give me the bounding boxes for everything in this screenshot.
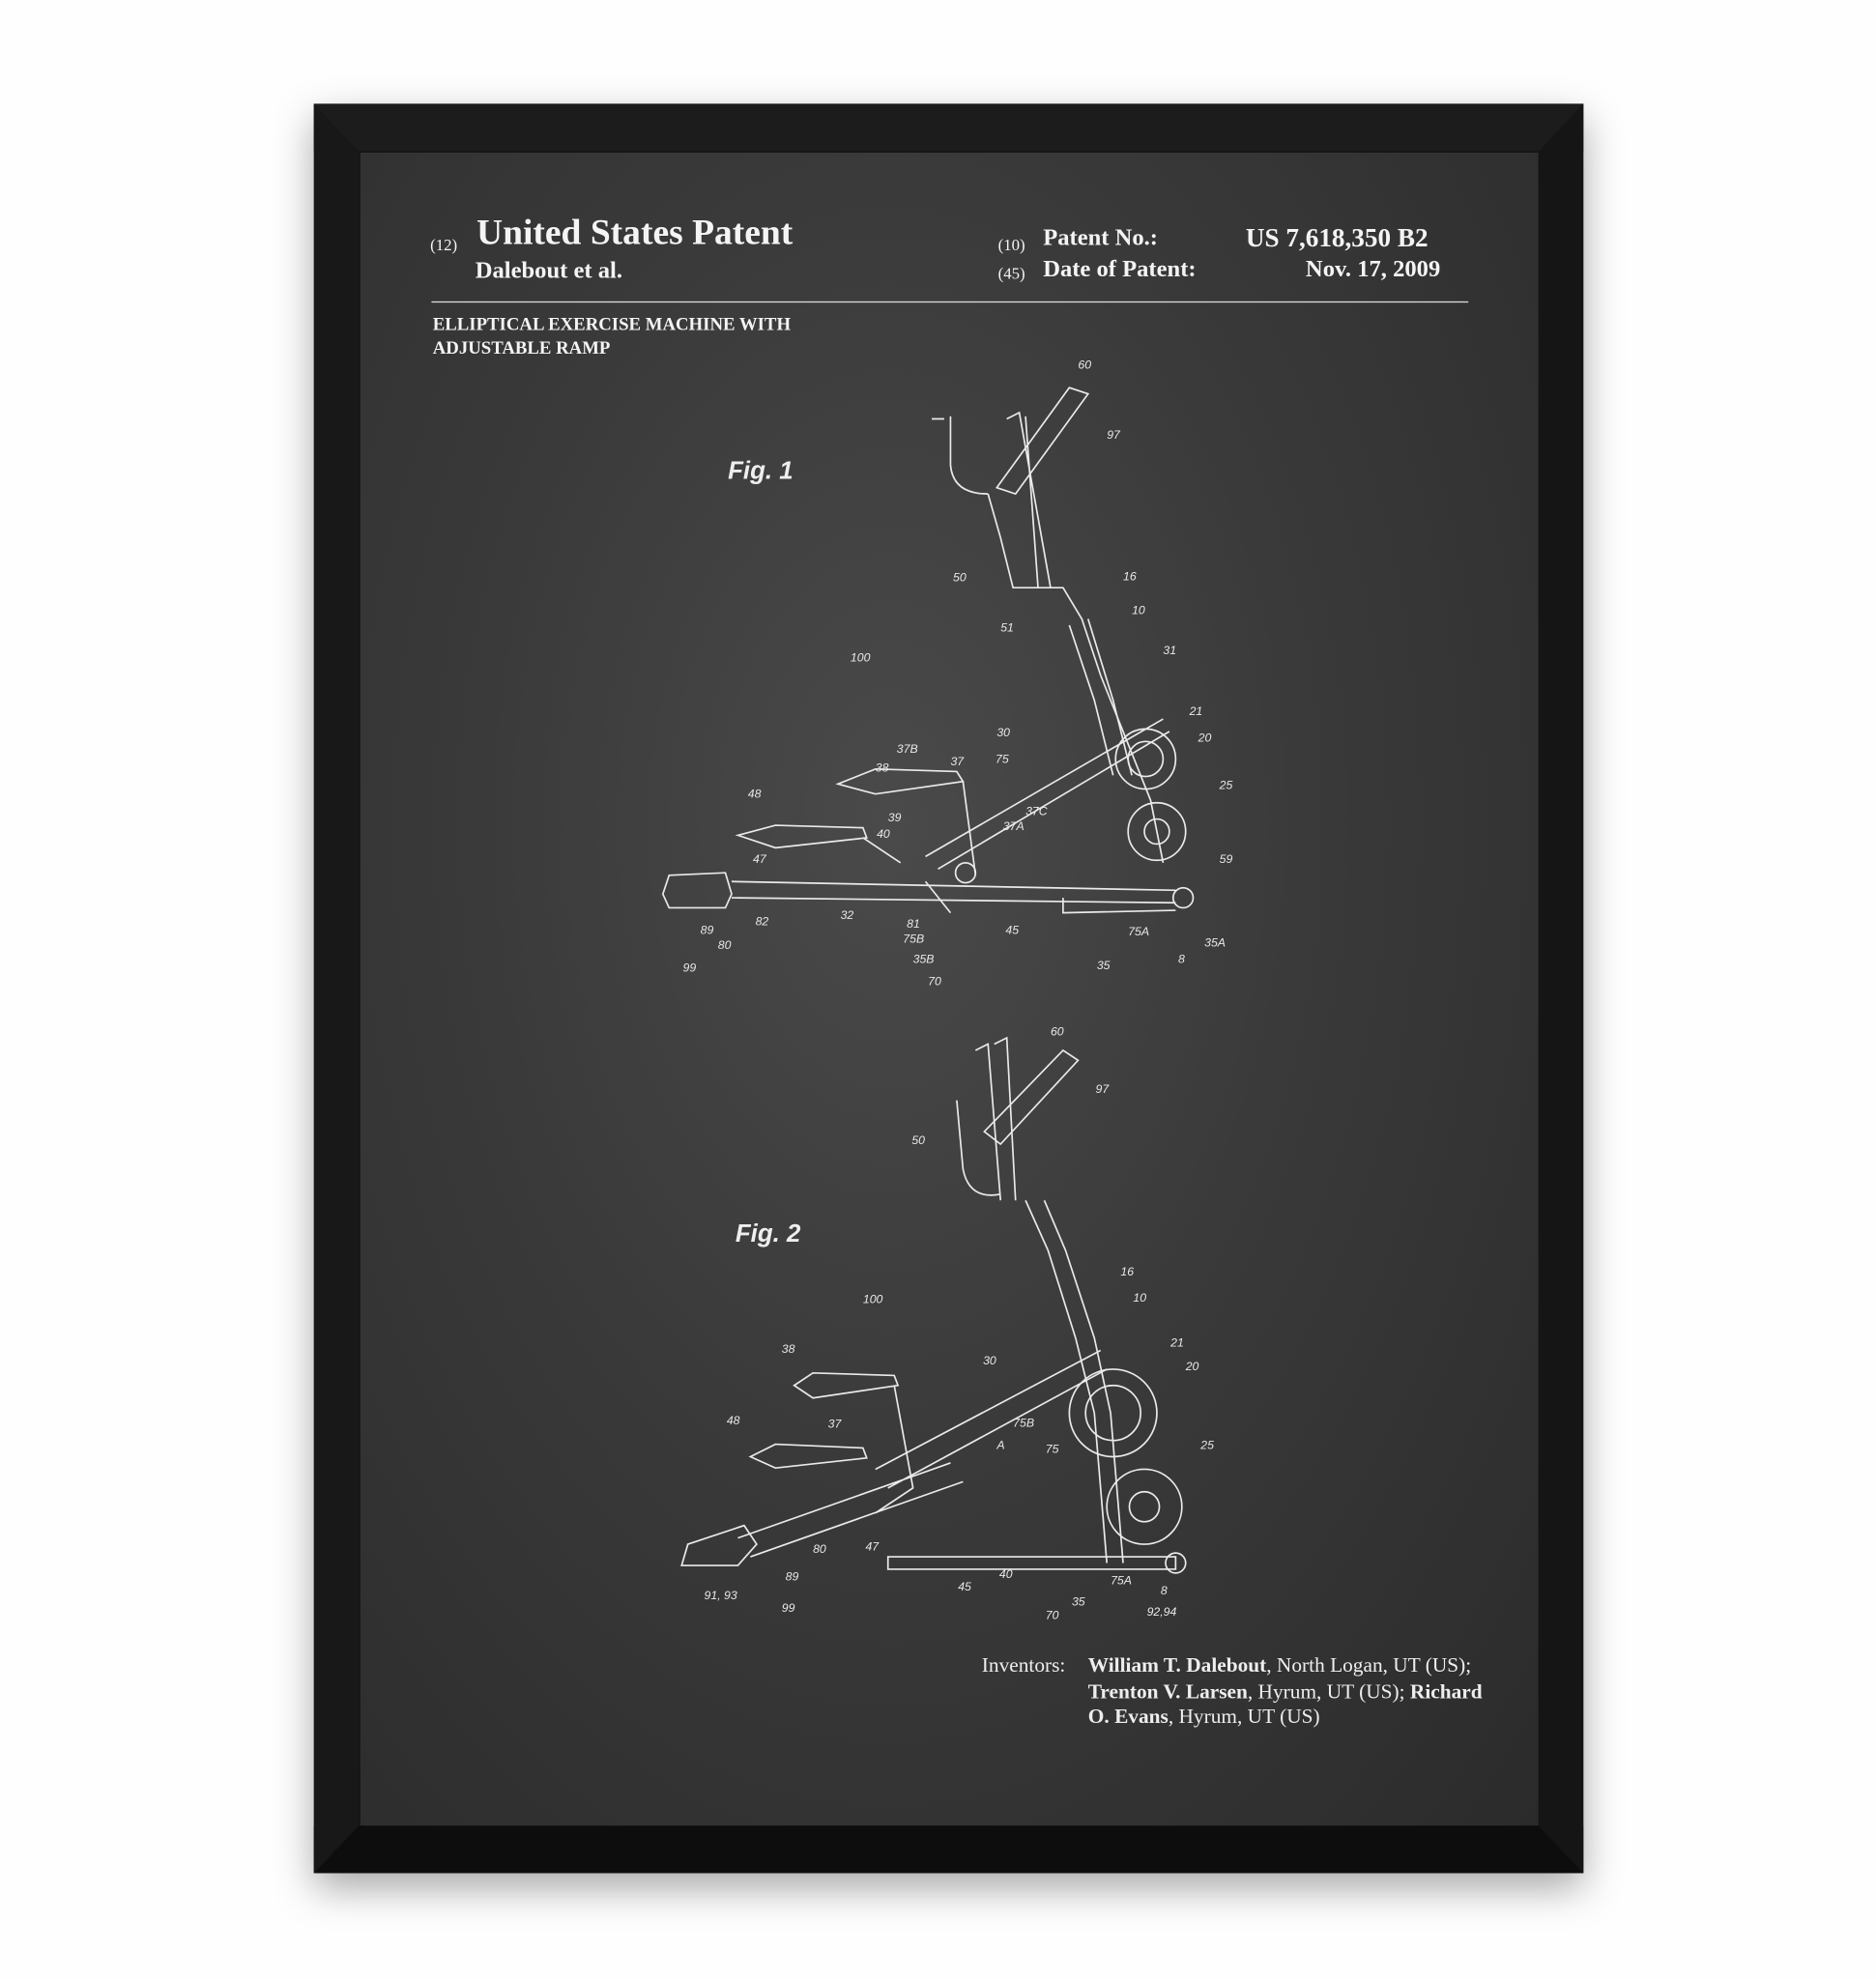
reference-numeral: 91, 93 [704, 1589, 737, 1603]
reference-numeral: 37A [1002, 819, 1025, 835]
reference-numeral: 38 [781, 1342, 795, 1357]
reference-numeral: 10 [1133, 1291, 1147, 1305]
inventor-name: Richard O. Evans [1087, 1678, 1483, 1729]
reference-numeral: 59 [1219, 852, 1233, 867]
reference-numeral: 31 [1163, 644, 1177, 658]
reference-numeral: 25 [1219, 779, 1233, 793]
reference-numeral: 35 [1096, 959, 1111, 973]
reference-numeral: 37B [896, 742, 918, 757]
reference-numeral: 99 [682, 961, 697, 976]
reference-numeral: 99 [781, 1601, 795, 1616]
figure-2-drawing [680, 1036, 1187, 1574]
reference-numeral: 39 [887, 811, 902, 826]
inventor-location: , Hyrum, UT (US) [1168, 1704, 1320, 1729]
reference-numeral: 16 [1120, 1265, 1135, 1279]
inventor-location: , Hyrum, UT (US); [1247, 1678, 1410, 1703]
reference-numeral: 20 [1198, 731, 1212, 746]
inventors-list: William T. Dalebout, North Logan, UT (US… [1088, 1653, 1488, 1731]
reference-numeral: 20 [1185, 1360, 1199, 1375]
code-10: (10) [997, 235, 1025, 254]
reference-numeral: 30 [996, 726, 1011, 741]
reference-numeral: 16 [1123, 570, 1137, 585]
figure-1-drawing [661, 387, 1195, 914]
date-label: Date of Patent: [1043, 256, 1197, 283]
reference-numeral: 80 [813, 1542, 826, 1558]
reference-numeral: 50 [953, 571, 967, 586]
inventor-location: , North Logan, UT (US); [1266, 1652, 1472, 1678]
reference-numeral: 10 [1132, 604, 1145, 618]
code-12: (12) [430, 235, 458, 254]
title-line-2: ADJUSTABLE RAMP [432, 338, 611, 359]
reference-numeral: 37 [950, 755, 965, 769]
reference-numeral: 47 [865, 1540, 880, 1555]
inventor-name: William T. Dalebout [1087, 1652, 1267, 1678]
reference-numeral: 21 [1170, 1336, 1184, 1351]
reference-numeral: 60 [1078, 359, 1092, 373]
reference-numeral: 50 [911, 1133, 926, 1148]
reference-numeral: 30 [983, 1354, 996, 1368]
inventors-label: Inventors: [981, 1652, 1066, 1678]
reference-numeral: 70 [928, 975, 941, 990]
reference-numeral: 80 [717, 938, 732, 954]
reference-numeral: 89 [700, 924, 714, 938]
reference-numeral: 8 [1160, 1584, 1168, 1598]
reference-numeral: 48 [726, 1414, 740, 1428]
patent-no-label: Patent No.: [1043, 224, 1159, 252]
title-line-1: ELLIPTICAL EXERCISE MACHINE WITH [432, 315, 792, 335]
reference-numeral: 70 [1045, 1609, 1059, 1623]
chalkboard-print: (12) United States Patent Dalebout et al… [360, 152, 1539, 1826]
reference-numeral: 100 [862, 1292, 883, 1307]
reference-numeral: 100 [850, 651, 871, 666]
reference-numeral: 51 [1000, 621, 1014, 636]
reference-numeral: 21 [1189, 704, 1203, 720]
patent-drawings [661, 387, 1195, 1574]
reference-numeral: 92,94 [1146, 1605, 1177, 1620]
inventor-name: Trenton V. Larsen [1087, 1678, 1248, 1703]
reference-numeral: A [996, 1439, 1005, 1453]
reference-numeral: 35 [1071, 1595, 1085, 1610]
reference-numeral: 81 [907, 917, 920, 932]
reference-numeral: 48 [747, 788, 762, 802]
figure-1-label: Fig. 1 [728, 457, 794, 486]
reference-numeral: 37 [827, 1418, 842, 1432]
reference-numeral: 25 [1200, 1439, 1214, 1453]
header-divider [431, 301, 1469, 303]
reference-numeral: 75B [1013, 1417, 1035, 1431]
reference-numeral: 75 [996, 752, 1009, 767]
reference-numeral: 97 [1095, 1082, 1110, 1097]
reference-numeral: 75A [1111, 1574, 1132, 1589]
reference-numeral: 45 [1005, 924, 1020, 938]
reference-numeral: 89 [785, 1570, 799, 1585]
reference-numeral: 45 [958, 1580, 971, 1594]
reference-numeral: 35B [912, 953, 935, 967]
figure-2-label: Fig. 2 [735, 1219, 801, 1248]
reference-numeral: 37C [1025, 805, 1048, 819]
reference-numeral: 40 [877, 827, 890, 842]
patent-number: US 7,618,350 B2 [1245, 222, 1429, 253]
reference-numeral: 60 [1050, 1025, 1064, 1040]
reference-numeral: 75A [1128, 925, 1150, 939]
reference-numeral: 47 [752, 852, 766, 867]
reference-numeral: 38 [875, 761, 889, 776]
reference-numeral: 82 [755, 915, 769, 930]
reference-numeral: 40 [998, 1567, 1013, 1582]
reference-numeral: 32 [840, 908, 854, 923]
reference-numeral: 8 [1177, 953, 1185, 967]
assignee-line: Dalebout et al. [475, 257, 623, 284]
reference-numeral: 75 [1045, 1443, 1059, 1457]
document-type: United States Patent [476, 212, 794, 253]
reference-numeral: 35A [1204, 936, 1226, 951]
reference-numeral: 75B [903, 932, 925, 947]
code-45: (45) [997, 264, 1025, 283]
reference-numeral: 97 [1107, 428, 1120, 444]
patent-date: Nov. 17, 2009 [1305, 256, 1441, 283]
